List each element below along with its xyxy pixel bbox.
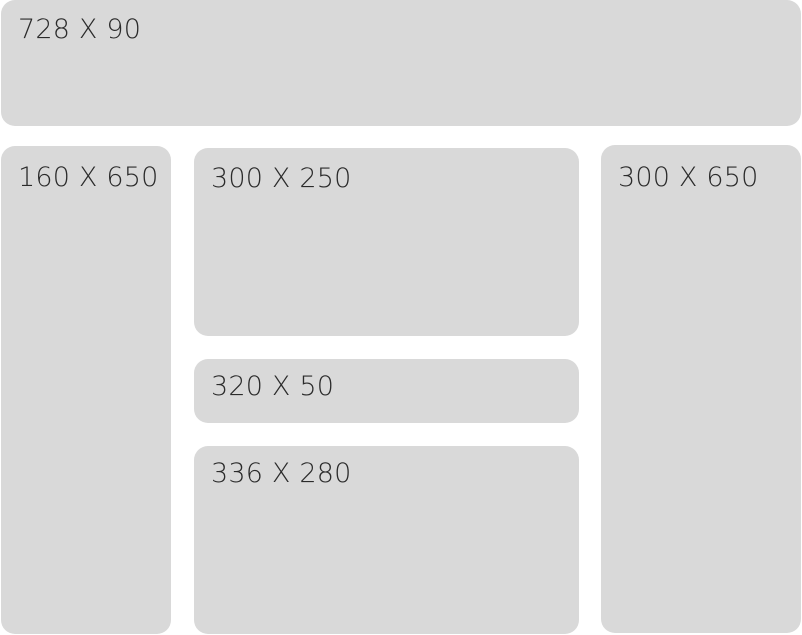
ad-slot-large-rectangle-label: 336 X 280 xyxy=(211,458,352,489)
ad-slot-half-page-label: 300 X 650 xyxy=(618,162,759,193)
ad-slot-half-page: 300 X 650 xyxy=(601,145,801,633)
ad-slot-leaderboard-label: 728 X 90 xyxy=(18,14,142,45)
ad-slot-large-rectangle: 336 X 280 xyxy=(194,446,579,634)
ad-slot-medium-rectangle: 300 X 250 xyxy=(194,148,579,336)
ad-slot-skyscraper-label: 160 X 650 xyxy=(18,162,159,193)
ad-slot-leaderboard: 728 X 90 xyxy=(1,0,801,126)
ad-slot-medium-rectangle-label: 300 X 250 xyxy=(211,163,352,194)
ad-slot-skyscraper: 160 X 650 xyxy=(1,146,171,634)
ad-slot-mobile-banner-label: 320 X 50 xyxy=(211,371,335,402)
ad-slot-mobile-banner: 320 X 50 xyxy=(194,359,579,423)
